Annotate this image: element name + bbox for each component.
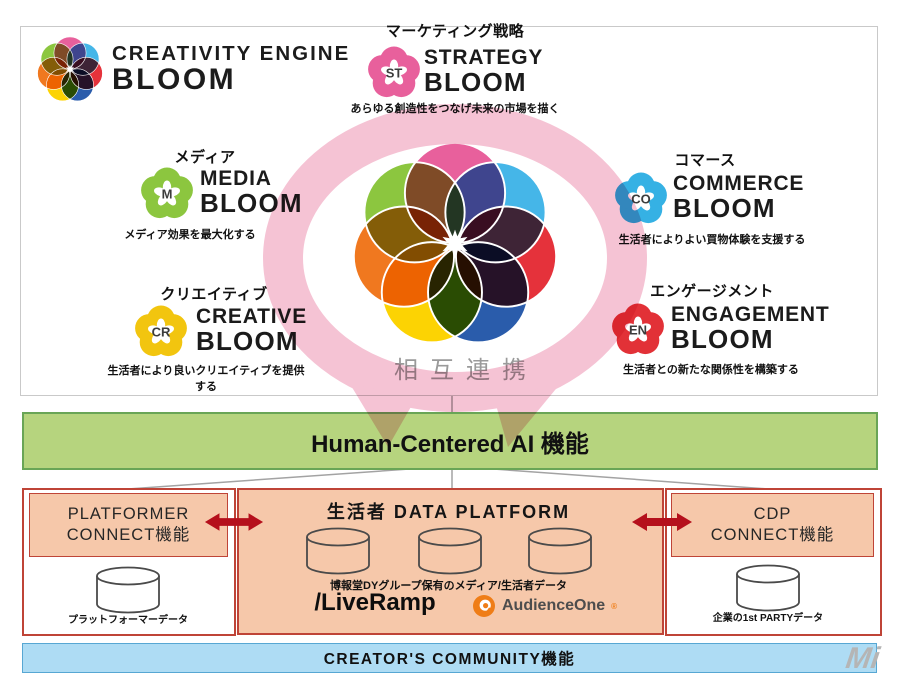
audienceone-icon [473,595,495,617]
liveramp-logo: /LiveRamp [314,589,436,616]
center-bloom-flower [352,141,558,344]
media-name-line1: MEDIA [200,167,272,190]
human-centered-ai-bar: Human-Centered AI 機能 [22,412,878,470]
creative-jp-label: クリエイティブ [160,286,268,303]
platformer-data-label: プラットフォーマーデータ [68,615,188,626]
commerce-name-line1: COMMERCE [673,172,805,195]
commerce-icon-letters: CO [631,192,651,207]
commerce-name: COMMERCE BLOOM [673,173,804,222]
audienceone-reg-mark: ® [611,601,618,611]
strategy-name-line1: STRATEGY [424,46,544,69]
audienceone-label: AudienceOne [502,597,606,614]
mutual-cooperation-label: 相互連携 [394,357,538,384]
strategy-icon: ST [368,46,420,98]
platformer-connect-line1: PLATFORMER [67,504,190,523]
engagement-name: ENGAGEMENT BLOOM [671,304,830,353]
creative-name-line1: CREATIVE [196,305,308,328]
data-platform-database-icon-3 [528,527,592,575]
media-icon: M [141,167,193,219]
strategy-name-line2: BLOOM [424,66,527,97]
brand-name-line1: CREATIVITY ENGINE [112,42,351,65]
media-caption: メディア効果を最大化する [124,229,256,241]
cdp-database-icon [736,564,800,612]
data-platform-database-icon-2 [418,527,482,575]
first-party-data-label: 企業の1st PARTYデータ [712,613,824,624]
engagement-icon: EN [612,303,664,355]
platformer-connect-inner-box: PLATFORMER CONNECT機能 [29,493,228,557]
creators-community-bar: CREATOR'S COMMUNITY機能 [22,643,877,673]
media-name-line2: BLOOM [200,187,303,218]
engagement-name-line1: ENGAGEMENT [671,303,830,326]
left-double-arrow [204,513,264,531]
strategy-name: STRATEGY BLOOM [424,47,543,96]
data-platform-caption: 博報堂DYグループ保有のメディア/生活者データ [330,580,567,592]
platformer-connect-line2: CONNECT機能 [66,526,191,544]
commerce-name-line2: BLOOM [673,192,776,223]
media-jp-label: メディア [174,149,236,166]
engagement-caption: 生活者との新たな関係性を構築する [623,364,799,376]
creative-name: CREATIVE BLOOM [196,306,307,355]
creative-caption: 生活者により良いクリエイティブを提供する [107,365,305,393]
media-name: MEDIA BLOOM [200,168,303,217]
creators-community-label: CREATOR'S COMMUNITY機能 [323,651,576,668]
creative-icon: CR [135,305,187,357]
commerce-jp-label: コマース [674,152,736,169]
engagement-jp-label: エンゲージメント [650,283,774,300]
engagement-name-line2: BLOOM [671,323,774,354]
right-double-arrow [632,513,692,531]
cdp-connect-line1: CDP [753,504,792,523]
commerce-caption: 生活者によりよい買物体験を支援する [618,234,806,246]
cdp-connect-line2: CONNECT機能 [710,526,835,544]
creative-name-line2: BLOOM [196,325,299,356]
brand-name-line2: BLOOM [112,63,237,96]
platformer-database-icon [96,566,160,614]
cdp-connect-inner-box: CDP CONNECT機能 [671,493,874,557]
media-icon-letters: M [162,187,173,202]
strategy-icon-letters: ST [386,66,403,81]
strategy-jp-label: マーケティング戦略 [385,23,525,40]
bloom-logo-icon [37,36,103,102]
strategy-caption: あらゆる創造性をつなげ未来の市場を描く [350,103,560,115]
creative-icon-letters: CR [152,325,171,340]
human-centered-ai-label: Human-Centered AI 機能 [311,430,589,458]
audienceone-logo: AudienceOne ® [472,594,617,618]
data-platform-title: 生活者 DATA PLATFORM [326,502,571,522]
media-innovation-watermark: Mi [843,642,882,675]
data-platform-database-icon-1 [306,527,370,575]
data-platform-box [237,488,664,635]
engagement-icon-letters: EN [629,323,647,338]
commerce-icon: CO [615,172,667,224]
